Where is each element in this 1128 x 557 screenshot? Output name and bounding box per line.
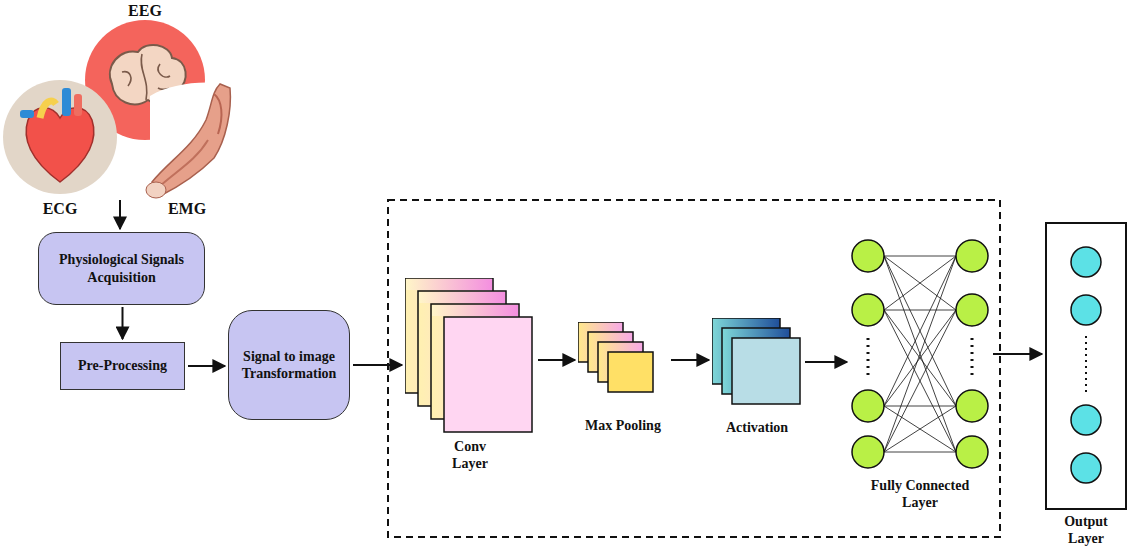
flow-arrow	[993, 353, 1042, 355]
neuron	[852, 390, 884, 422]
layer-graphic	[712, 318, 802, 406]
emg-icon	[146, 83, 232, 199]
flow-arrow	[188, 365, 225, 367]
signal-label: ECG	[43, 200, 78, 218]
neuron-link	[884, 256, 956, 310]
box-label: Pre-Processing	[78, 357, 167, 375]
feature-map-edge	[406, 279, 492, 290]
layer-caption: Max Pooling	[585, 418, 661, 435]
neuron	[956, 390, 988, 422]
flow-arrow	[119, 200, 121, 229]
signal-label: EEG	[128, 2, 162, 20]
neuron-link	[884, 256, 956, 452]
activation-layer: Activation	[712, 318, 802, 437]
neuron-link	[884, 310, 956, 311]
neuron-link	[884, 256, 956, 257]
output-neuron	[1071, 247, 1101, 277]
neuron	[852, 240, 884, 272]
neuron-link	[884, 406, 956, 452]
neuron-link	[884, 406, 956, 407]
layer-caption: Fully Connected Layer	[859, 478, 981, 512]
layer-caption: Conv Layer	[440, 439, 500, 473]
output-neuron	[1071, 453, 1101, 483]
flow-arrow	[538, 359, 575, 361]
process-box: Pre-Processing	[60, 342, 185, 390]
neuron-link	[884, 256, 956, 452]
pooled-map	[608, 352, 653, 392]
flow-arrow	[122, 307, 124, 339]
neuron-link	[884, 406, 956, 452]
neuron-link	[884, 310, 956, 452]
dense-layer: Fully Connected Layer	[850, 238, 990, 512]
pooling-layer: Max Pooling	[578, 322, 668, 435]
layer-caption: Activation	[726, 420, 788, 437]
layer-graphic	[578, 322, 668, 398]
flow-arrow	[805, 361, 847, 363]
neuron-link	[884, 310, 956, 406]
layer-graphic	[850, 238, 990, 470]
neuron-link	[884, 310, 956, 406]
box-label: Signal to image Transformation	[235, 348, 343, 383]
flow-arrow	[671, 359, 709, 361]
output-neuron	[1071, 295, 1101, 325]
ellipsis-dots	[1085, 336, 1087, 396]
neuron	[956, 436, 988, 468]
output-neuron	[1071, 405, 1101, 435]
feature-map-edge	[432, 305, 518, 316]
neuron-link	[884, 256, 956, 310]
box-label: Physiological Signals Acquisition	[45, 251, 198, 286]
output-layer: Output Layer	[1045, 222, 1127, 548]
feature-map	[444, 317, 532, 432]
process-box: Signal to image Transformation	[228, 310, 350, 420]
ecg-icon	[3, 80, 117, 194]
activation-map	[732, 338, 800, 404]
conv-layer: Conv Layer	[405, 278, 535, 473]
cnn-frame	[388, 200, 1000, 537]
neuron	[956, 294, 988, 326]
output-frame	[1046, 223, 1126, 509]
layer-graphic	[1045, 222, 1127, 510]
feature-map-edge	[419, 292, 505, 303]
neuron-link	[884, 452, 956, 453]
ellipsis-dots	[867, 338, 870, 378]
layer-graphic	[405, 278, 535, 435]
neuron	[852, 436, 884, 468]
neuron	[852, 294, 884, 326]
flow-arrow	[353, 364, 402, 366]
neuron	[956, 240, 988, 272]
signal-label: EMG	[168, 200, 206, 218]
ellipsis-dots	[971, 338, 974, 378]
layer-caption: Output Layer	[1056, 514, 1116, 548]
process-box: Physiological Signals Acquisition	[38, 232, 205, 305]
